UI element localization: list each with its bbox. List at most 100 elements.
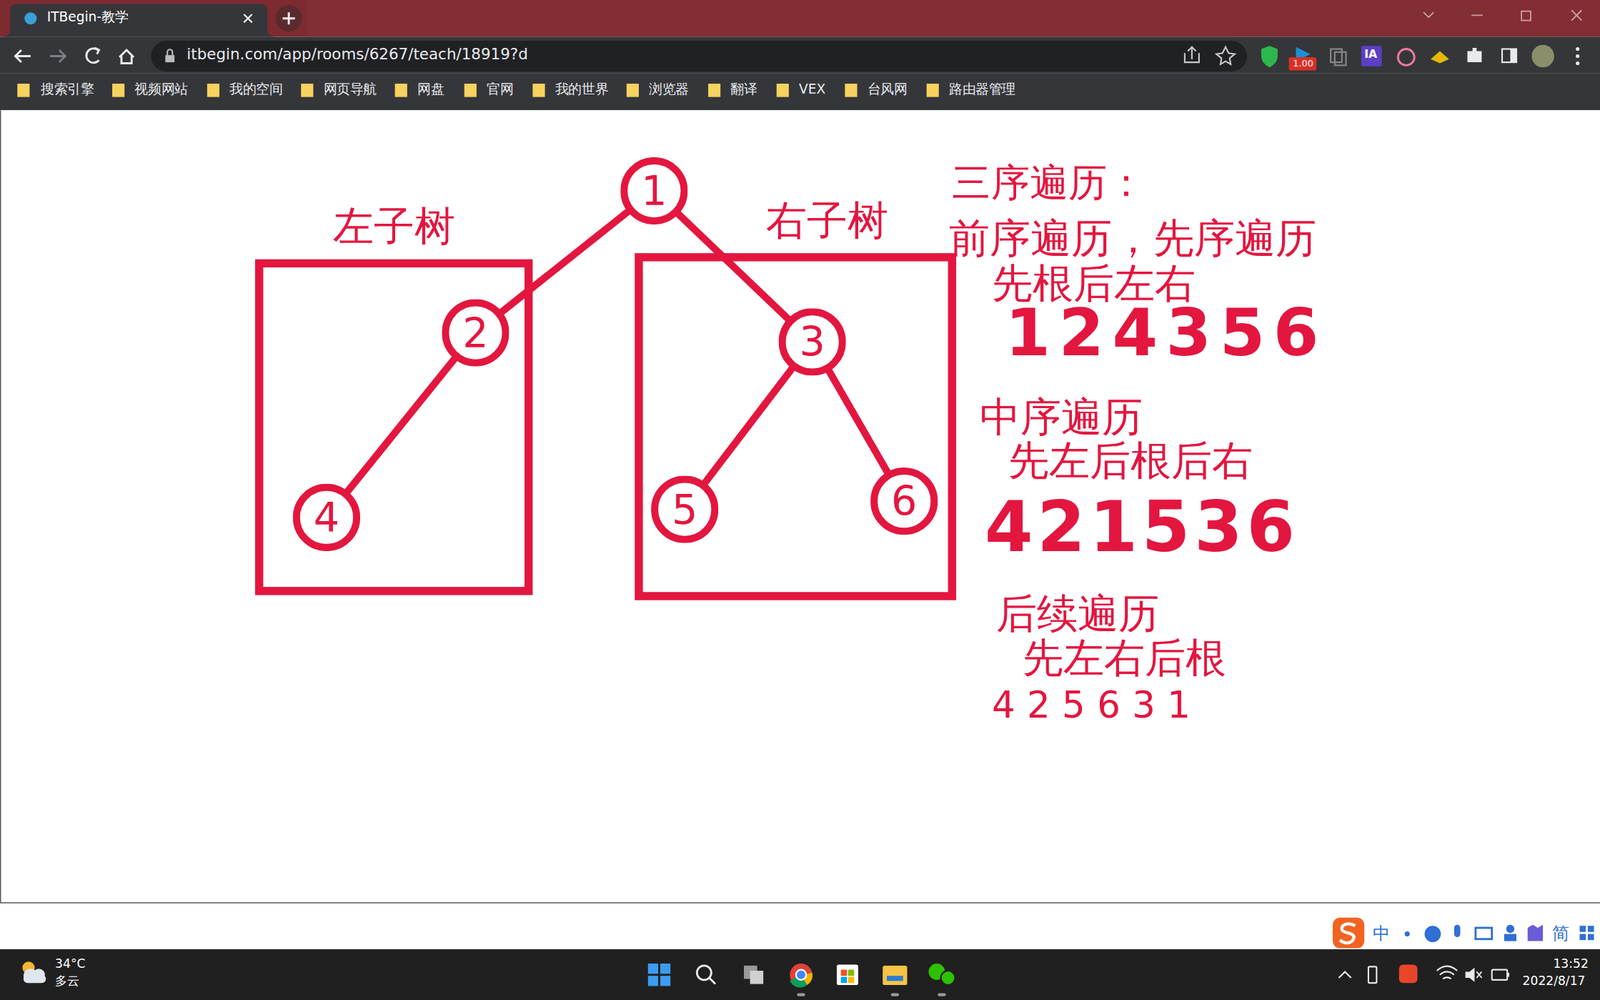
taskbar [1437,966,1458,980]
tree-edge [703,365,794,485]
bookmark-folder-icon [395,83,408,98]
traversal-result: 4 2 5 6 3 1 [991,683,1191,727]
node-number: 3 [799,321,826,363]
nav-buttons [15,47,134,63]
address-bar [150,40,1247,72]
bookmark-name: 网盘 [417,82,444,98]
bookmark-folder-icon [844,83,857,98]
subtree-heading: 右子树 [766,197,889,245]
extension-icons [1430,50,1450,63]
page-canvas [0,901,1600,903]
bookmark-name: 搜索引擎 [40,82,94,98]
tree-node-circle: 6 [870,467,938,535]
nav-buttons [15,50,31,63]
tab-title: ITBegin-教学 [47,10,129,26]
taskbar [648,975,659,986]
circle-outline [873,470,934,531]
extension-icons [1289,57,1318,71]
active-tab [2,4,276,38]
extension-icons [1575,47,1580,51]
taskbar [750,970,764,985]
toolbar [0,73,1600,111]
subtree-box: 24左子树 [255,259,533,596]
taskbar [891,992,899,996]
nav-buttons [50,50,66,63]
new-tab-button [275,5,303,32]
page-canvas [0,110,1600,949]
active-tab [243,14,252,23]
taskbar [0,948,1600,1000]
window-controls [1571,10,1582,21]
nav-buttons [86,48,100,63]
address-bar [167,49,173,56]
bookmark-folder-icon [926,83,939,98]
window-controls [1423,12,1434,18]
traversal-name: 后续遍历 [996,589,1160,637]
extension-icons [1334,52,1347,66]
ime-mode: 简 [1552,923,1570,944]
bookmark-name: 我的世界 [555,82,609,98]
ime-toolbar [1339,923,1355,943]
extension-icons [1502,49,1517,63]
clock-time: 13:52 [1552,956,1588,972]
extension-badge: 1.00 [1292,57,1314,69]
weather-temp: 34°C [55,956,86,972]
bookmark-folder-icon [300,83,313,98]
page-canvas [0,110,1600,949]
taskbar [1368,966,1377,983]
circle-outline [296,487,357,548]
ime-toolbar [1332,917,1365,949]
tree-node-circle: 4 [292,483,361,551]
tree-node-circle: 1 [620,157,688,225]
extension-icons [1467,47,1482,63]
taskbar [0,948,1600,1000]
node-number: 5 [671,488,698,530]
address-url: itbegin.com/app/rooms/6267/teach/18919?d [186,45,528,64]
taskbar [1399,964,1418,983]
extension-icons [1361,45,1383,67]
ime-toolbar [1454,924,1461,937]
window-controls [1471,14,1483,16]
traversal-name: 前序遍历，先序遍历 [948,214,1317,262]
bookmark-name: 视频网站 [134,82,188,98]
taskbar [1476,971,1482,978]
taskbar [796,969,807,980]
bookmark-name: 浏览器 [648,82,689,98]
bookmark-name: 官网 [486,82,514,98]
note-heading: 三序遍历： [951,161,1146,206]
taskbar [841,976,848,984]
bookmark-folder-icon [17,83,30,98]
taskbar [841,969,848,977]
node-number: 6 [891,480,917,522]
subtree-box: 356右子树 [634,252,957,601]
tree-node-circle: 2 [441,298,509,366]
window-controls [1521,11,1531,21]
active-tab [2,4,276,38]
bookmark-folder-icon [532,83,545,98]
tab-strip [0,0,1600,37]
taskbar [796,992,805,996]
subtree-outline [634,252,957,601]
taskbar [848,976,855,984]
page-canvas [0,110,1,902]
extension-icons [1397,49,1415,66]
traversal-result: 124356 [1005,295,1328,371]
taskbar [696,965,712,980]
bookmark-name: 网页导航 [323,82,377,98]
circle-outline [654,478,715,539]
bookmark-name: 我的空间 [229,82,283,98]
taskbar [23,974,46,983]
traversal-rule: 先左右后根 [1022,633,1227,682]
ime-toolbar [1424,925,1441,942]
extension-icons [1575,61,1580,66]
bookmark-folder-icon [464,83,477,98]
weather-text: 多云 [55,974,80,990]
tree-node-circle: 3 [778,307,847,376]
taskbar [708,977,716,985]
tree-edge [827,368,889,475]
ime-toolbar [1332,917,1595,949]
address-bar [165,55,175,63]
taskbar [937,992,946,996]
